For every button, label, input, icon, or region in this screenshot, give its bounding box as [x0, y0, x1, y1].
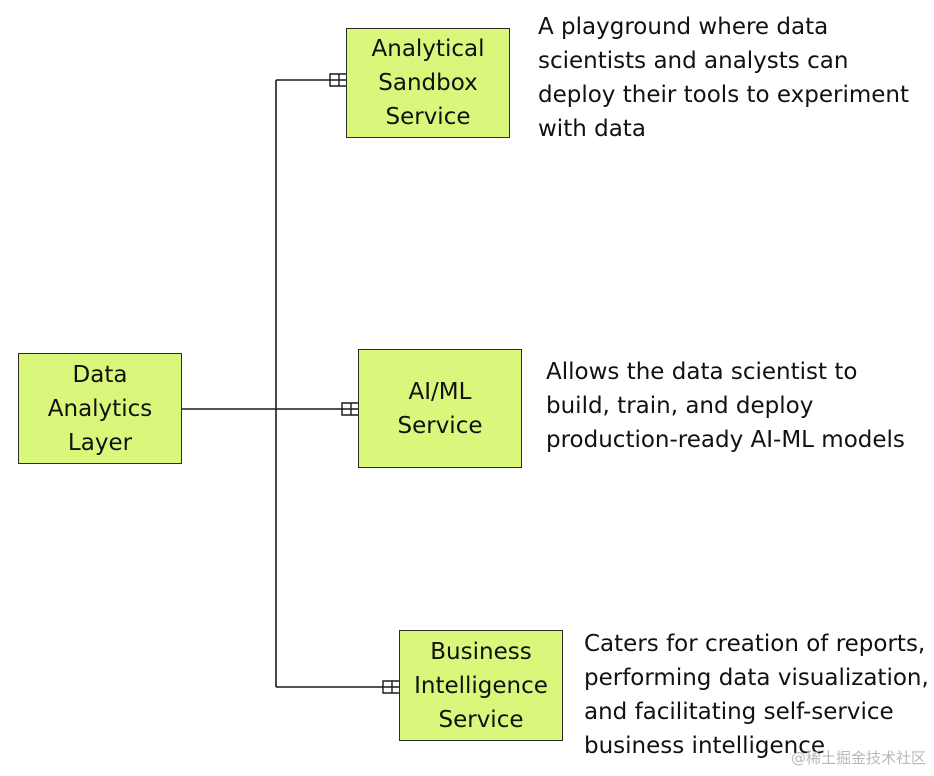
- bi-label-line-3: Service: [438, 706, 524, 733]
- business-intelligence-service-box: Business Intelligence Service: [399, 630, 563, 741]
- aiml-label-line-2: Service: [397, 412, 483, 439]
- bi-desc-line-3: and facilitating self-service: [584, 699, 894, 725]
- bi-description: Caters for creation of reports, performi…: [584, 627, 929, 763]
- bi-desc-line-2: performing data visualization,: [584, 665, 929, 691]
- root-label-line-1: Data: [72, 361, 128, 388]
- aiml-description: Allows the data scientist to build, trai…: [546, 355, 905, 457]
- bi-desc-line-4: business intelligence: [584, 733, 825, 759]
- bi-connector-end: [382, 680, 399, 694]
- aiml-desc-line-2: build, train, and deploy: [546, 393, 814, 419]
- bi-desc-line-1: Caters for creation of reports,: [584, 631, 926, 657]
- root-label-line-2: Analytics: [47, 395, 153, 422]
- sandbox-label-line-2: Sandbox: [378, 70, 478, 96]
- sandbox-description: A playground where data scientists and a…: [538, 10, 909, 146]
- ai-ml-service-box: AI/ML Service: [358, 349, 522, 468]
- aiml-connector-end: [341, 402, 358, 416]
- bi-label-line-2: Intelligence: [414, 672, 548, 699]
- bi-label-line-1: Business: [430, 638, 532, 665]
- sandbox-desc-line-3: deploy their tools to experiment: [538, 82, 909, 108]
- data-analytics-layer-box: Data Analytics Layer: [18, 353, 182, 464]
- aiml-desc-line-1: Allows the data scientist to: [546, 359, 858, 385]
- sandbox-label-line-3: Service: [385, 104, 471, 130]
- analytical-sandbox-service-box: Analytical Sandbox Service: [346, 28, 510, 138]
- aiml-label-line-1: AI/ML: [408, 378, 472, 405]
- sandbox-desc-line-1: A playground where data: [538, 14, 829, 40]
- watermark: @稀土掘金技术社区: [790, 749, 926, 767]
- root-label-line-3: Layer: [67, 429, 133, 456]
- sandbox-label-line-1: Analytical: [371, 36, 485, 62]
- sandbox-connector-end: [329, 73, 346, 87]
- aiml-desc-line-3: production-ready AI-ML models: [546, 427, 905, 453]
- sandbox-desc-line-4: with data: [538, 116, 646, 142]
- sandbox-desc-line-2: scientists and analysts can: [538, 48, 849, 74]
